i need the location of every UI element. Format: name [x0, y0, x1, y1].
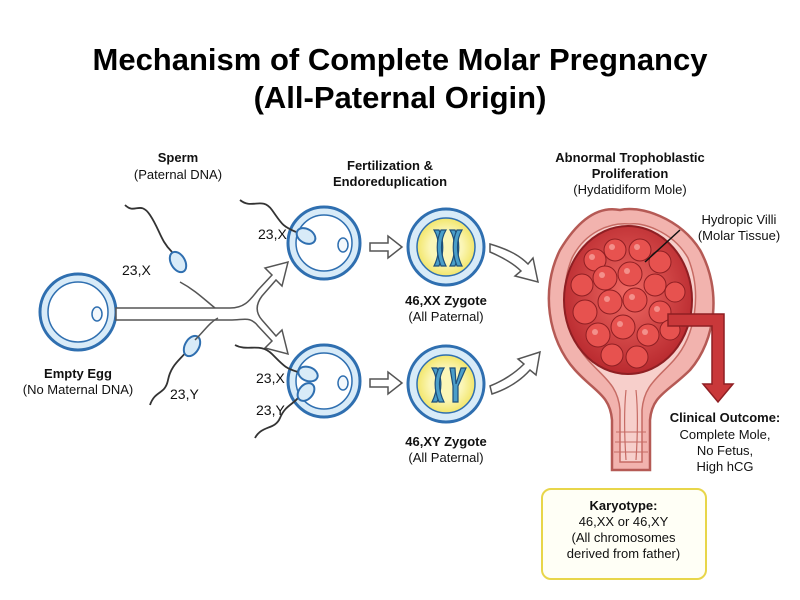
fertilization-heading-line1: Fertilization &: [347, 158, 433, 173]
sperm-heading: Sperm: [157, 150, 199, 165]
fertilization-arrow: [115, 260, 290, 356]
zygote-xx: [406, 207, 486, 287]
fertilization-heading-line2: Endoreduplication: [332, 174, 448, 189]
xy-chromosomes-icon: [430, 367, 467, 403]
karyotype-line3: derived from father): [566, 546, 681, 561]
empty-egg-heading: Empty Egg: [44, 366, 112, 381]
karyotype-heading: Karyotype:: [589, 498, 658, 513]
karyotype-line2: (All chromosomes: [571, 530, 676, 545]
sperm-y-label: 23,Y: [170, 386, 199, 402]
villi-label-line1: Hydropic Villi: [701, 212, 777, 227]
empty-egg-subheading: (No Maternal DNA): [22, 382, 134, 397]
outcome-line2: No Fetus,: [696, 443, 754, 458]
outcome-line3: High hCG: [696, 459, 754, 474]
karyotype-box: Karyotype: 46,XX or 46,XY (All chromosom…: [541, 488, 707, 580]
arrow-to-zygote-xy: [369, 370, 404, 396]
sperm-x-label: 23,X: [122, 262, 151, 278]
page-title: Mechanism of Complete Molar Pregnancy: [92, 42, 708, 77]
zygote-xx-heading: 46,XX Zygote: [405, 293, 487, 308]
zygote-xx-subheading: (All Paternal): [408, 309, 484, 324]
page-subtitle: (All-Paternal Origin): [253, 80, 547, 115]
proliferation-heading-line2: Proliferation: [591, 166, 669, 181]
zygote-xy-heading: 46,XY Zygote: [405, 434, 487, 449]
zygote-xy-subheading: (All Paternal): [408, 450, 484, 465]
arrow-to-uterus-bottom: [489, 350, 541, 395]
villi-label-line2: (Molar Tissue): [697, 228, 781, 243]
sperm-x-icon: [124, 204, 188, 274]
fertilized-egg-bottom: [234, 343, 362, 439]
outcome-line1: Complete Mole,: [679, 427, 771, 442]
outcome-arrow: [667, 313, 735, 404]
karyotype-line1: 46,XX or 46,XY: [578, 514, 669, 529]
fertilized-egg-top: [239, 199, 362, 281]
sperm-subheading: (Paternal DNA): [133, 167, 223, 182]
outcome-heading: Clinical Outcome:: [669, 410, 781, 425]
zygote-xy: [406, 344, 486, 424]
molar-tissue: [563, 225, 693, 375]
xx-chromosomes-icon: [432, 229, 464, 267]
arrow-to-uterus-top: [489, 242, 539, 284]
arrow-to-zygote-xx: [369, 234, 404, 260]
proliferation-heading-line1: Abnormal Trophoblastic: [555, 150, 705, 165]
empty-egg: [38, 272, 118, 352]
proliferation-subheading: (Hydatidiform Mole): [573, 182, 687, 197]
fert-bottom-x-label: 23,X: [256, 370, 285, 386]
fert-top-x-label: 23,X: [258, 226, 287, 242]
villi-pointer: [644, 229, 681, 263]
fert-bottom-y-label: 23,Y: [256, 402, 285, 418]
